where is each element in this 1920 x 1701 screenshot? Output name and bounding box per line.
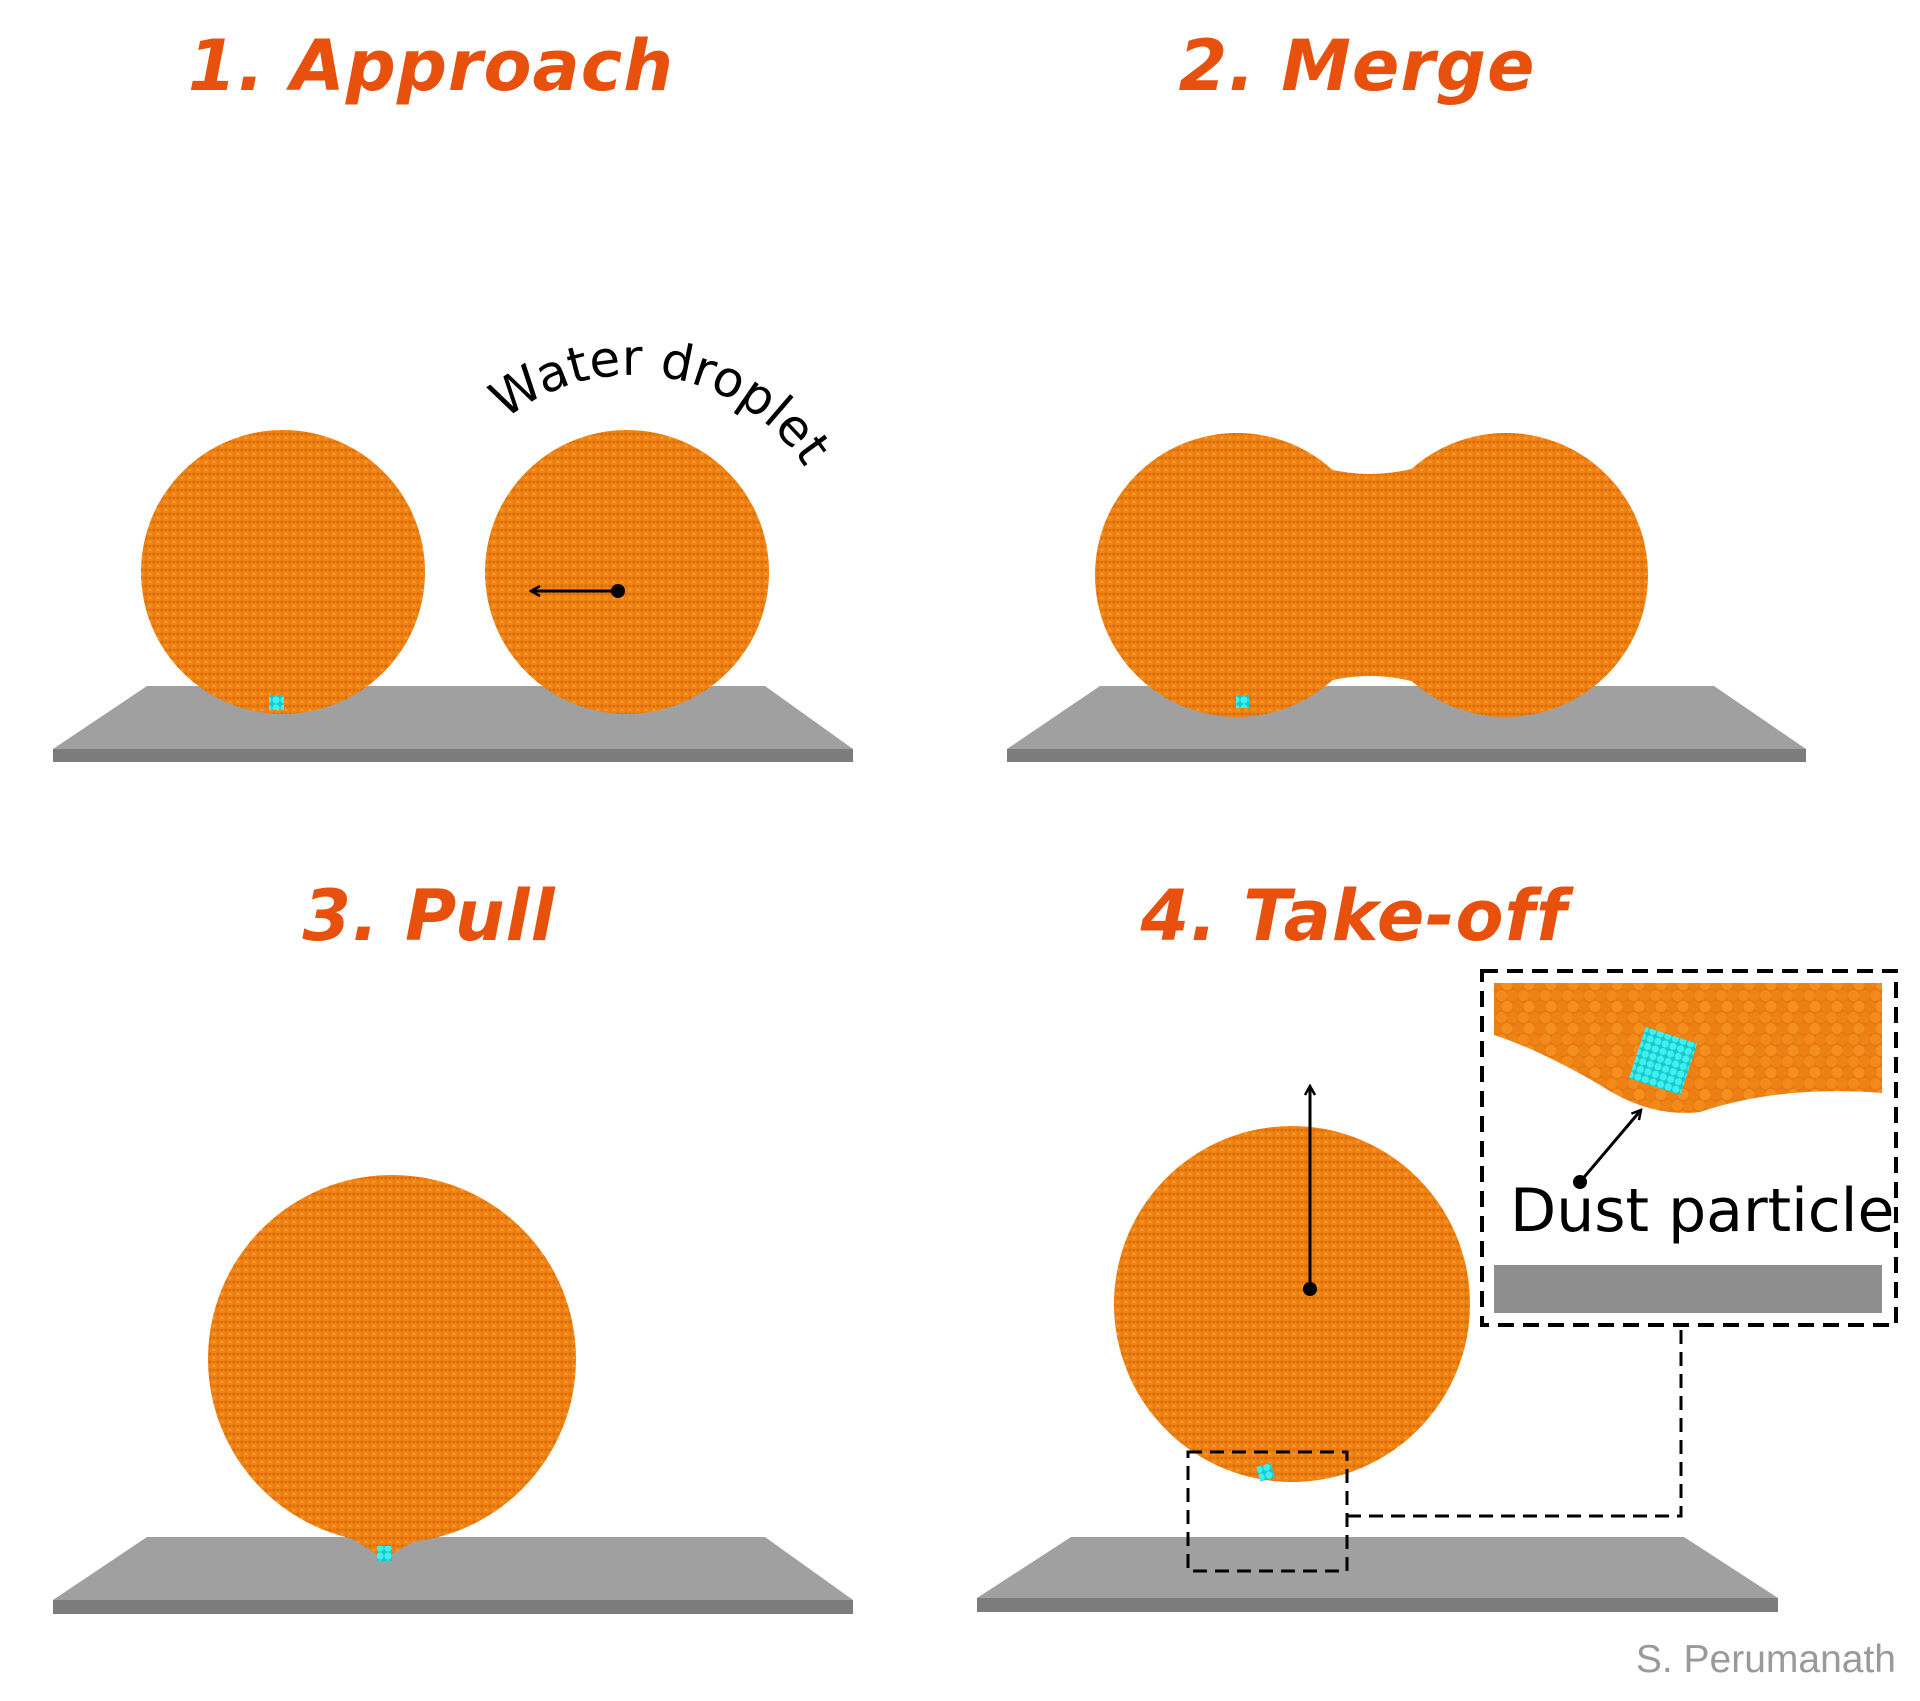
panel-title-approach: 1. Approach bbox=[188, 25, 674, 107]
stretched-droplet bbox=[208, 1175, 576, 1560]
substrate-edge bbox=[53, 1600, 853, 1614]
panel-approach: Water droplet bbox=[53, 329, 853, 762]
dust-particle-closeup bbox=[1628, 1026, 1698, 1096]
pointer-arrow bbox=[1578, 1110, 1641, 1183]
lifting-droplet bbox=[1114, 1126, 1470, 1482]
panel-title-merge: 2. Merge bbox=[1179, 25, 1536, 107]
panel-title-takeoff: 4. Take-off bbox=[1140, 875, 1574, 957]
dust-particle bbox=[377, 1546, 392, 1561]
merged-droplet bbox=[1095, 433, 1648, 717]
zoom-connector bbox=[1347, 1325, 1683, 1518]
arrow-origin-dot bbox=[1303, 1282, 1317, 1296]
panel-title-pull: 3. Pull bbox=[302, 875, 555, 957]
panel-merge bbox=[1007, 433, 1806, 762]
substrate-surface bbox=[977, 1537, 1778, 1598]
inset-zoom: Dust particle bbox=[1480, 969, 1898, 1327]
water-droplet-right bbox=[485, 430, 769, 714]
panel-takeoff: Dust particle bbox=[977, 969, 1898, 1612]
substrate-closeup bbox=[1494, 1265, 1882, 1313]
author-credit: S. Perumanath bbox=[1636, 1638, 1896, 1681]
zoom-region-box bbox=[1186, 1450, 1349, 1573]
water-droplet-left bbox=[141, 430, 425, 714]
substrate-edge bbox=[977, 1598, 1778, 1612]
panel-pull bbox=[53, 1175, 853, 1614]
dust-particle bbox=[1236, 695, 1249, 708]
substrate-surface bbox=[53, 686, 853, 749]
arrow-origin-dot bbox=[611, 584, 625, 598]
dust-particle bbox=[269, 695, 284, 710]
dust-particle bbox=[1256, 1463, 1275, 1482]
substrate-surface bbox=[53, 1537, 853, 1600]
pointer-dot bbox=[1573, 1175, 1587, 1189]
dust-particle-label: Dust particle bbox=[1510, 1176, 1894, 1246]
substrate-surface bbox=[1007, 686, 1806, 749]
substrate-edge bbox=[53, 749, 853, 762]
substrate-edge bbox=[1007, 749, 1806, 762]
